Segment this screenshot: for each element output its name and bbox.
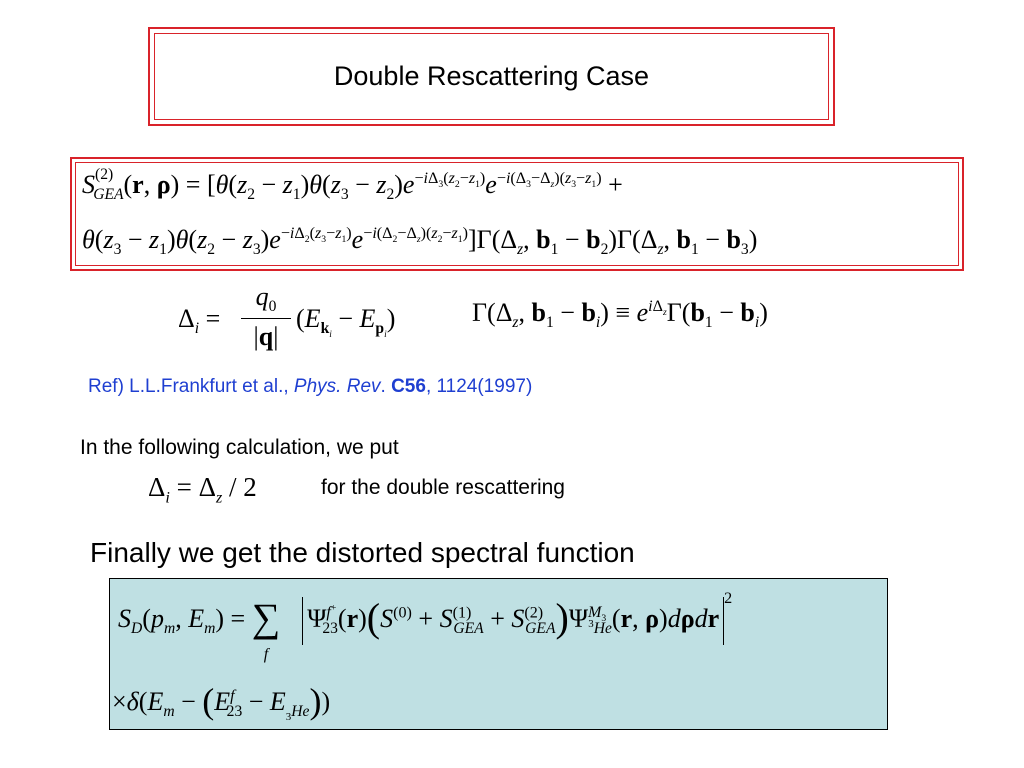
equation-frame-outer	[70, 157, 964, 271]
slide-title: Double Rescattering Case	[333, 61, 650, 91]
equation-s-gea-line1: S(2)GEA(r, ρ) = [θ(z2 − z1)θ(z3 − z2)e−i…	[82, 166, 623, 204]
equation-spectral-line1: SD(pm, Em) = ∑ f Ψf+23(r)(S(0) + S(1)GEA…	[118, 590, 733, 664]
spectral-function-box	[109, 578, 888, 730]
title-frame: Double Rescattering Case	[154, 33, 829, 120]
equation-delta-i: Δi = q0 |q| (Eki − Epi)	[178, 282, 396, 351]
title-frame-outer	[148, 27, 835, 126]
reference-authors: Ref) L.L.Frankfurt et al.,	[88, 376, 294, 397]
equation-delta-half: Δi = Δz / 2	[148, 472, 257, 507]
equation-s-gea-line2: θ(z3 − z1)θ(z2 − z3)e−iΔ2(z3−z1)e−i(Δ2−Δ…	[82, 225, 758, 259]
double-rescattering-text: for the double rescattering	[321, 476, 565, 499]
reference-dot: .	[380, 376, 392, 397]
equation-frame	[75, 162, 959, 266]
final-text: Finally we get the distorted spectral fu…	[90, 537, 635, 568]
equation-spectral-line2: ×δ(Em − (Ef23 − E3He))	[112, 681, 331, 724]
reference-journal: Phys. Rev	[293, 376, 381, 397]
calculation-text: In the following calculation, we put	[80, 436, 399, 459]
reference-volume: C56	[391, 376, 426, 397]
reference-pages: , 1124(1997)	[425, 376, 533, 397]
equation-gamma: Γ(Δz, b1 − bi) ≡ eiΔzΓ(b1 − bi)	[472, 298, 768, 332]
reference-line: Ref) L.L.Frankfurt et al., Phys. Rev. C5…	[88, 376, 532, 398]
